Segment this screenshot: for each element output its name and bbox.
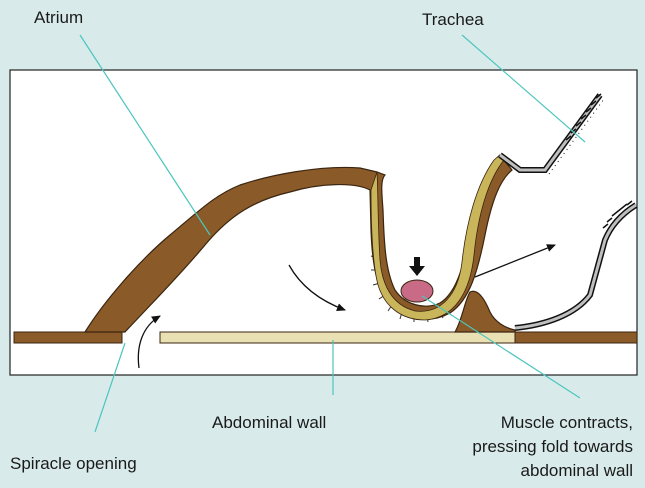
label-muscle-line-2: pressing fold towards: [472, 436, 633, 458]
label-trachea: Trachea: [422, 9, 484, 31]
label-spiracle-opening: Spiracle opening: [10, 453, 137, 475]
abdominal-wall-shape: [160, 332, 515, 343]
label-abdominal-wall: Abdominal wall: [212, 412, 326, 434]
cuticle-left-segment: [14, 332, 122, 343]
label-muscle-line-1: Muscle contracts,: [501, 412, 633, 434]
cuticle-right-segment: [515, 332, 637, 343]
muscle-blob: [401, 280, 433, 302]
label-atrium: Atrium: [34, 7, 83, 29]
label-muscle-line-3: abdominal wall: [521, 460, 633, 482]
